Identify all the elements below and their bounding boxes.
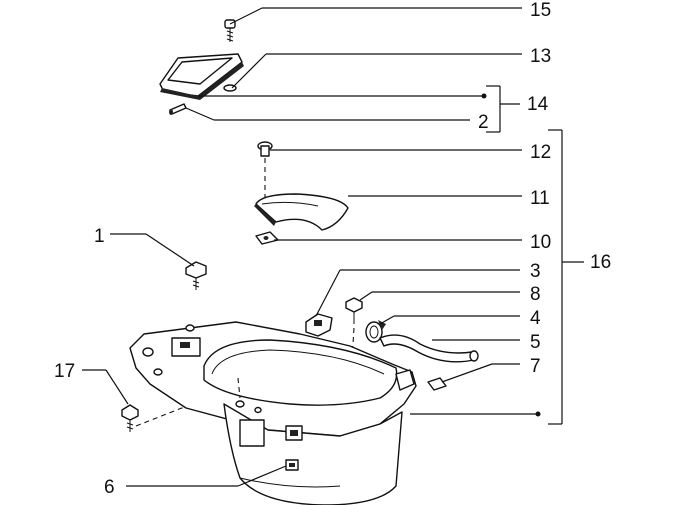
- leader-lines: [82, 7, 584, 487]
- callout-1: 1: [94, 226, 105, 247]
- callout-4: 4: [530, 308, 541, 329]
- callout-numbers: 15 13 14 2 12 11 10 16 3 8 4 5 7 1 17 6: [54, 0, 611, 498]
- callout-8: 8: [530, 284, 541, 305]
- callout-10: 10: [530, 232, 551, 253]
- part-15-screw: [224, 19, 236, 42]
- callout-16: 16: [590, 252, 611, 273]
- callout-15: 15: [530, 0, 551, 21]
- callout-14: 14: [527, 94, 549, 115]
- part-4-clamp: [365, 320, 386, 343]
- callout-6: 6: [104, 477, 115, 498]
- part-13-cover-lid: [159, 53, 244, 100]
- callout-11: 11: [530, 188, 550, 209]
- callout-7: 7: [530, 356, 541, 377]
- part-2-pin: [169, 103, 187, 115]
- callout-17: 17: [54, 361, 75, 382]
- part-10-washer: [255, 231, 279, 245]
- callout-12: 12: [530, 142, 551, 163]
- part-1-bolt: [185, 261, 207, 290]
- callout-2: 2: [478, 112, 489, 133]
- part-5-hose: [379, 334, 479, 363]
- callout-5: 5: [530, 332, 541, 353]
- callout-3: 3: [530, 261, 541, 282]
- part-8-screw: [345, 297, 363, 393]
- part-17-screw: [121, 403, 193, 432]
- callout-13: 13: [530, 46, 551, 67]
- part-11-inner-cover: [254, 193, 349, 231]
- part-12-screw: [257, 141, 273, 198]
- helmet-compartment-body: [129, 321, 417, 505]
- part-7-clip: [427, 377, 447, 391]
- part-3-clip: [305, 313, 333, 337]
